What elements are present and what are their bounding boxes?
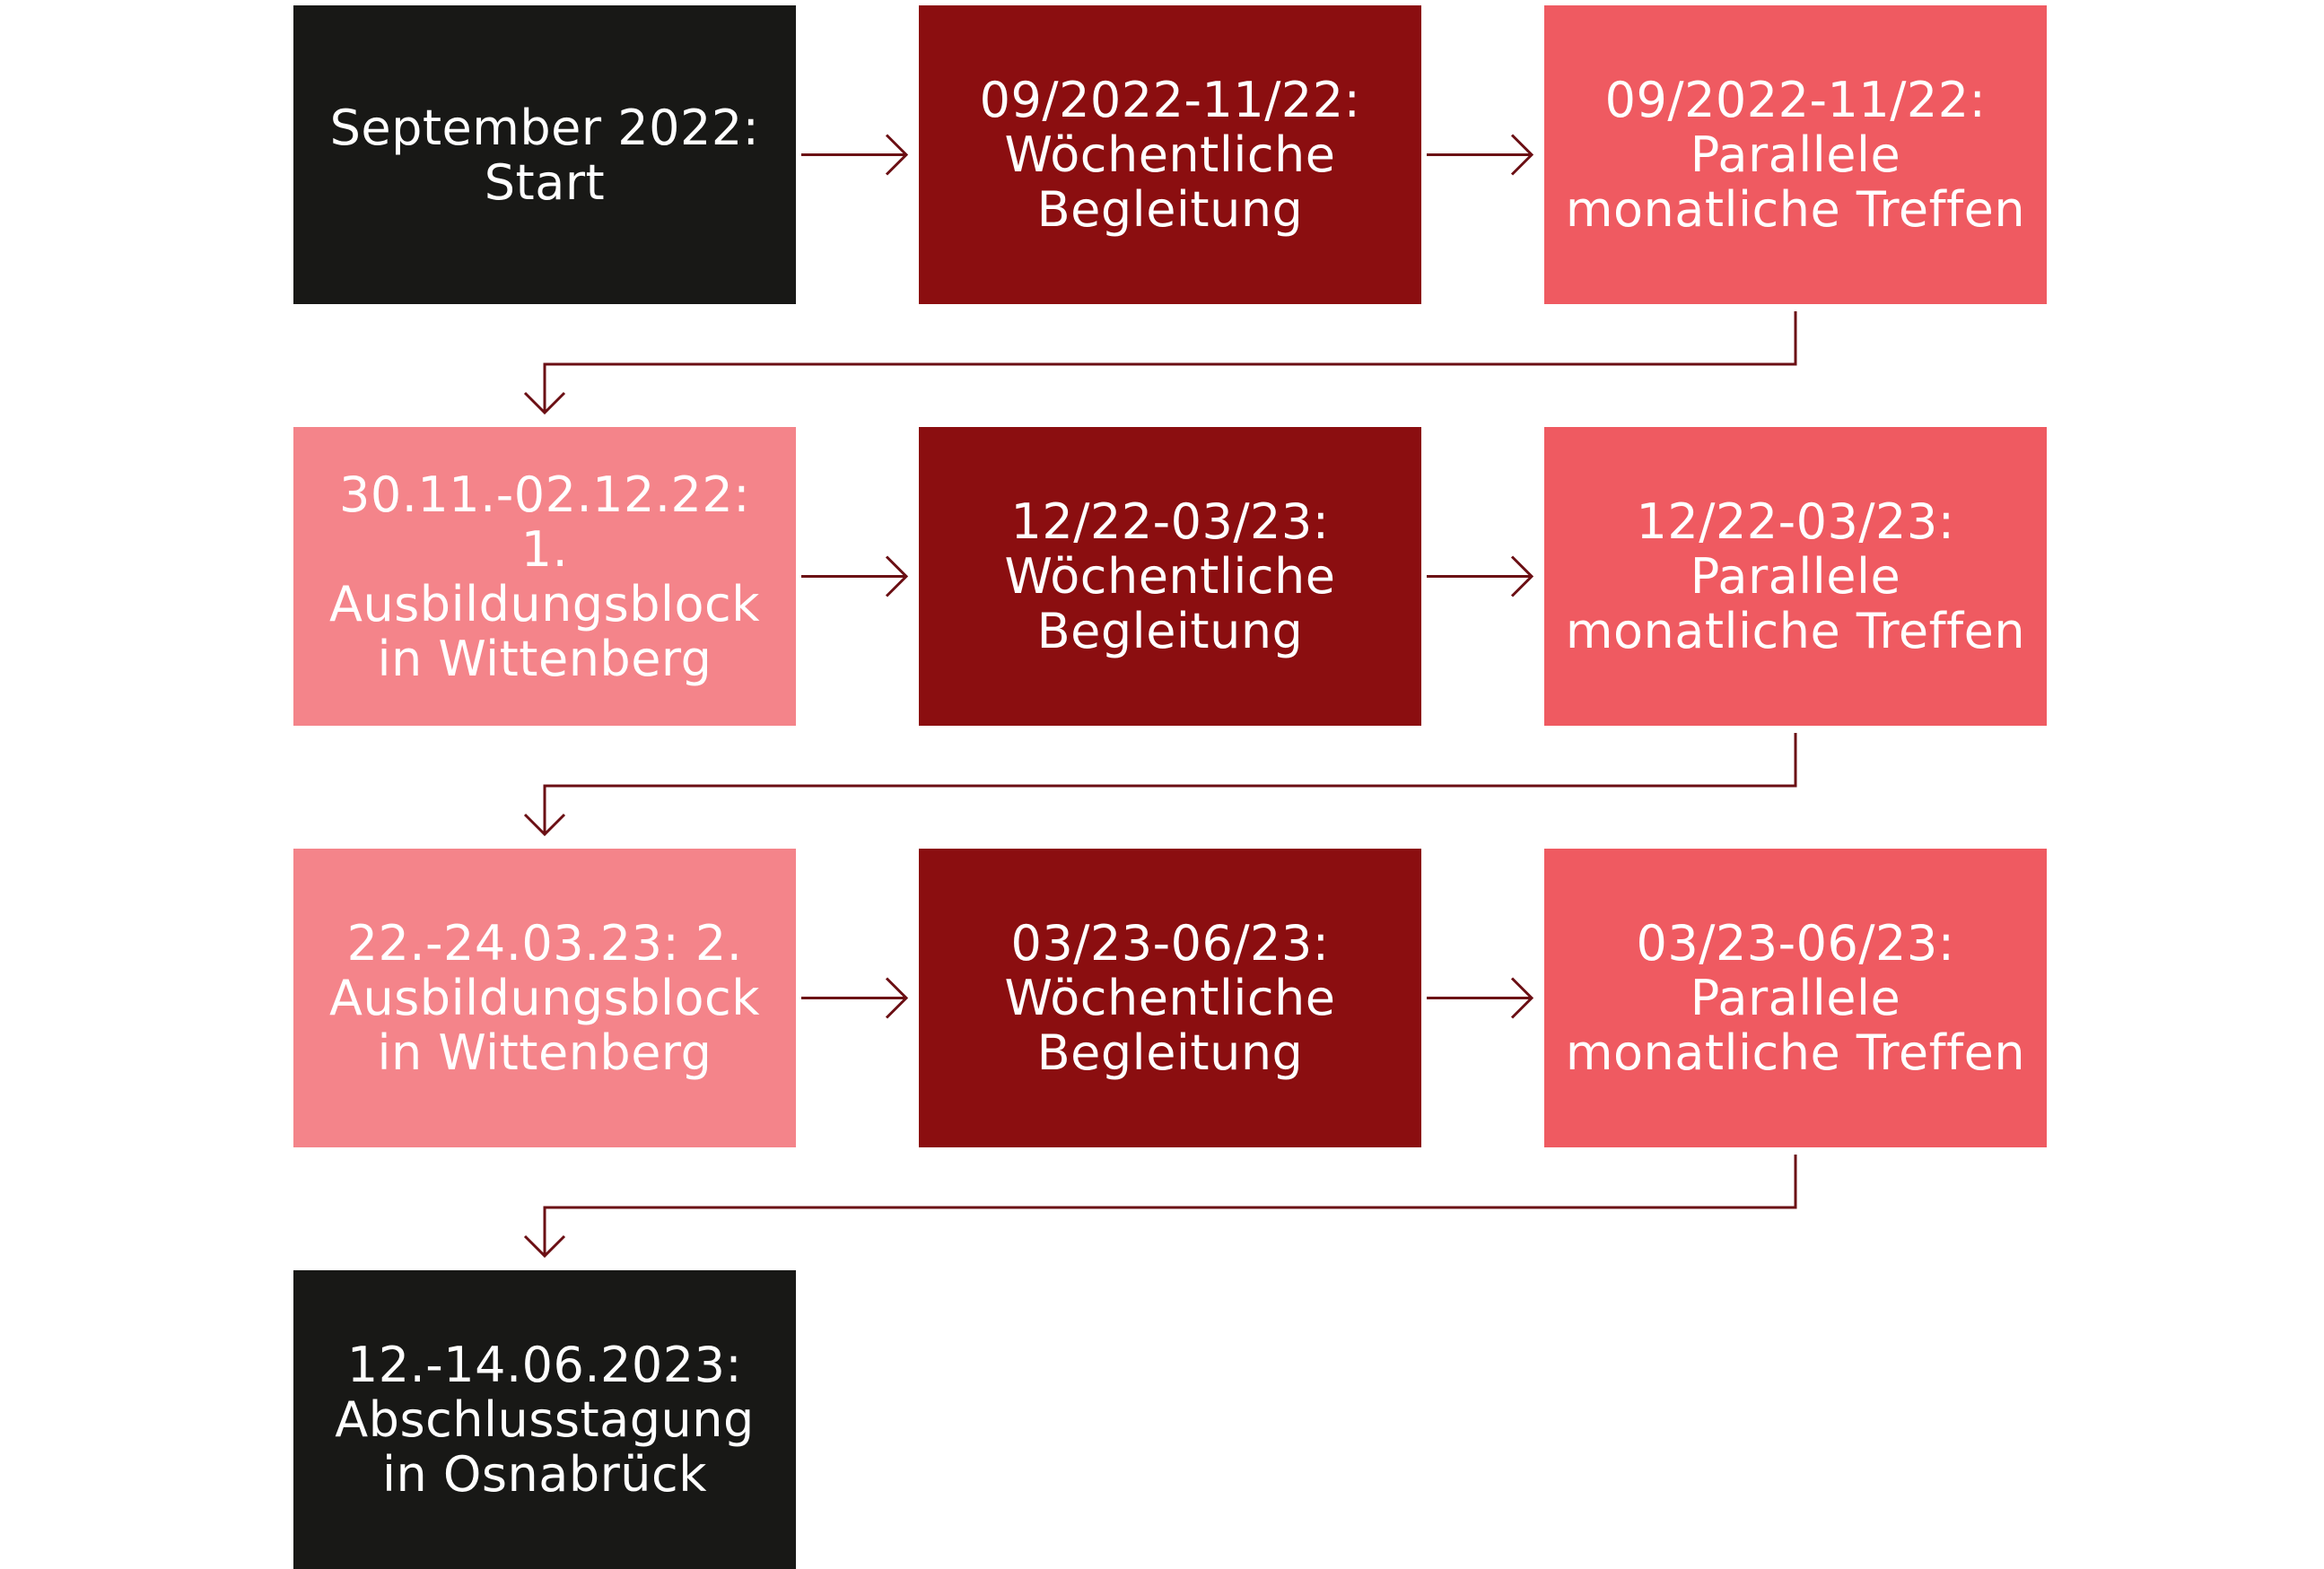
step-label: 09/2022-11/22: Parallele monatliche Tref… [1565, 72, 2026, 238]
step-label: September 2022: Start [329, 99, 760, 211]
arrow-right-r1-c2 [1427, 134, 1534, 176]
arrow-right-r3-c1 [801, 977, 909, 1019]
step-box-r4-c1: 12.-14.06.2023: Abschlusstagung in Osnab… [293, 1270, 796, 1569]
step-label: 03/23-06/23: Parallele monatliche Treffe… [1565, 915, 2026, 1081]
arrow-elbow-r2 [523, 733, 1797, 837]
arrow-right-r1-c1 [801, 134, 909, 176]
step-box-r2-c1: 30.11.-02.12.22: 1. Ausbildungsblock in … [293, 427, 796, 726]
step-box-r1-c1: September 2022: Start [293, 5, 796, 304]
arrow-right-r3-c2 [1427, 977, 1534, 1019]
step-box-r3-c1: 22.-24.03.23: 2. Ausbildungsblock in Wit… [293, 849, 796, 1147]
step-box-r2-c3: 12/22-03/23: Parallele monatliche Treffe… [1544, 427, 2047, 726]
step-label: 12/22-03/23: Wöchentliche Begleitung [1004, 493, 1336, 659]
arrow-right-r2-c1 [801, 555, 909, 597]
step-box-r1-c2: 09/2022-11/22: Wöchentliche Begleitung [919, 5, 1421, 304]
step-label: 09/2022-11/22: Wöchentliche Begleitung [979, 72, 1361, 238]
step-box-r3-c3: 03/23-06/23: Parallele monatliche Treffe… [1544, 849, 2047, 1147]
step-label: 12/22-03/23: Parallele monatliche Treffe… [1565, 493, 2026, 659]
step-box-r2-c2: 12/22-03/23: Wöchentliche Begleitung [919, 427, 1421, 726]
step-box-r1-c3: 09/2022-11/22: Parallele monatliche Tref… [1544, 5, 2047, 304]
step-label: 22.-24.03.23: 2. Ausbildungsblock in Wit… [329, 915, 760, 1081]
arrow-right-r2-c2 [1427, 555, 1534, 597]
step-label: 30.11.-02.12.22: 1. Ausbildungsblock in … [329, 466, 760, 687]
arrow-elbow-r3 [523, 1155, 1797, 1259]
step-label: 03/23-06/23: Wöchentliche Begleitung [1004, 915, 1336, 1081]
step-box-r3-c2: 03/23-06/23: Wöchentliche Begleitung [919, 849, 1421, 1147]
arrow-elbow-r1 [523, 311, 1797, 415]
step-label: 12.-14.06.2023: Abschlusstagung in Osnab… [335, 1337, 755, 1503]
